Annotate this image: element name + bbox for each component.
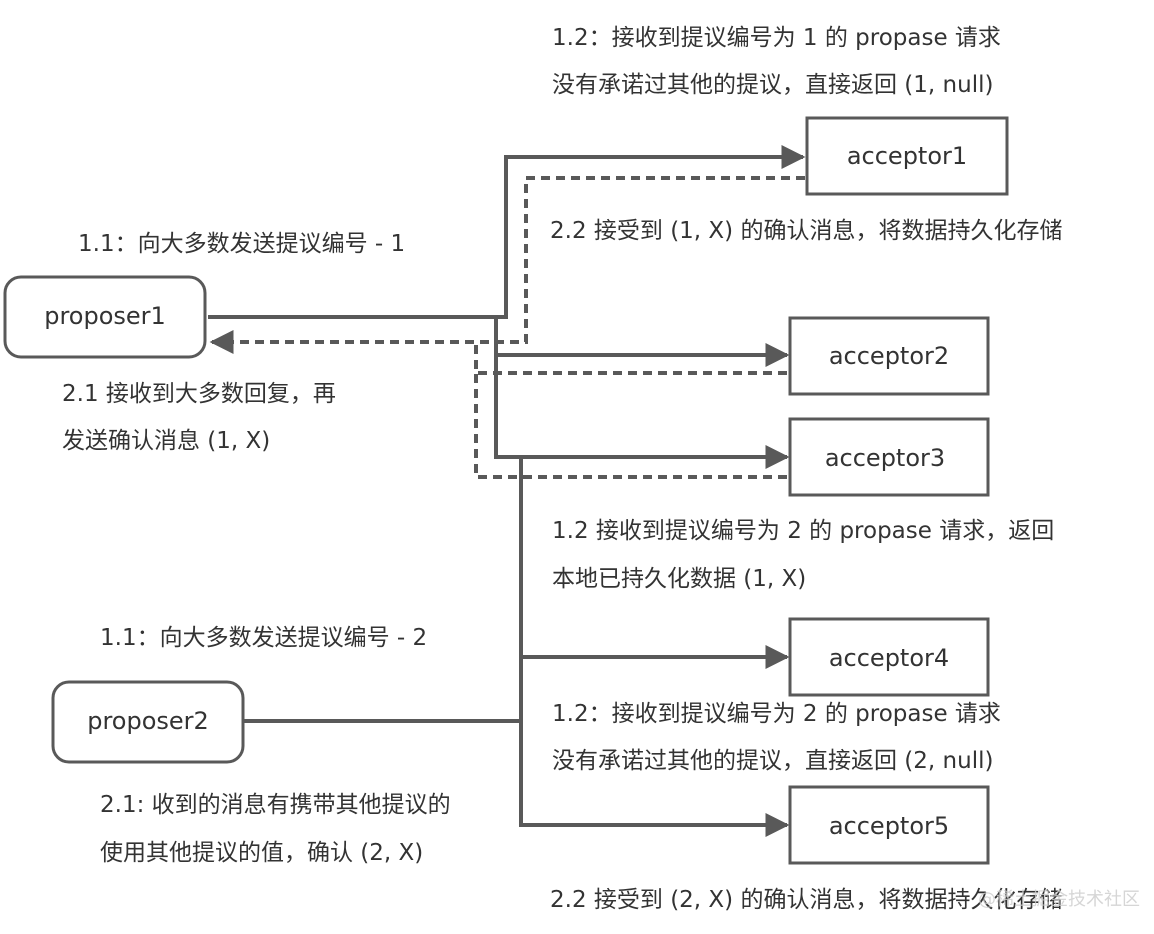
acceptor5-label: acceptor5 <box>829 812 949 840</box>
proposer1-confirm-label-line1: 2.1 接收到大多数回复，再 <box>62 381 336 407</box>
proposer1-node: proposer1 <box>3 275 207 359</box>
acceptor3-label: acceptor3 <box>825 444 945 472</box>
p2-to-acceptor3-line <box>243 457 523 723</box>
p1-to-acceptor2-line <box>494 317 790 367</box>
proposer1-confirm-label-line2: 发送确认消息 (1, X) <box>62 428 270 454</box>
acceptor4-label: acceptor4 <box>829 644 949 672</box>
p2-to-acceptor5-line <box>519 721 790 837</box>
p1-to-acceptor3-line <box>494 355 790 469</box>
acceptor4-node: acceptor4 <box>788 617 990 697</box>
acceptor5-node: acceptor5 <box>788 785 990 865</box>
acceptor4-prepare-label-line2: 没有承诺过其他的提议，直接返回 (2, null) <box>552 748 993 774</box>
acceptor2-node: acceptor2 <box>788 316 990 396</box>
acceptor1-label: acceptor1 <box>847 142 967 170</box>
proposer2-node: proposer2 <box>51 680 245 764</box>
proposer1-send-label: 1.1：向大多数发送提议编号 - 1 <box>78 231 405 257</box>
acceptor3-reply-line <box>474 373 787 479</box>
acceptor2-label: acceptor2 <box>829 342 949 370</box>
proposer2-label: proposer2 <box>87 707 209 735</box>
acceptor4-prepare-label-line1: 1.2：接收到提议编号为 2 的 propase 请求 <box>552 701 1001 727</box>
acceptor5-accept-label: 2.2 接受到 (2, X) 的确认消息，将数据持久化存储 <box>550 887 1062 913</box>
acceptor1-reply-line <box>209 176 805 354</box>
p1-to-acceptor1-line <box>208 145 806 319</box>
acceptor2-reply-line <box>474 342 787 375</box>
acceptor1-node: acceptor1 <box>805 116 1009 196</box>
acceptor3-prepare-label-line1: 1.2 接收到提议编号为 2 的 propase 请求，返回 <box>552 518 1054 544</box>
acceptor3-prepare-label-line2: 本地已持久化数据 (1, X) <box>552 566 806 592</box>
watermark: @稀土掘金技术社区 <box>978 889 1140 910</box>
acceptor1-accept-label: 2.2 接受到 (1, X) 的确认消息，将数据持久化存储 <box>550 218 1062 244</box>
acceptor1-prepare-label-line1: 1.2：接收到提议编号为 1 的 propase 请求 <box>552 25 1001 51</box>
acceptor3-node: acceptor3 <box>788 417 990 497</box>
proposer2-confirm-label-line1: 2.1: 收到的消息有携带其他提议的 <box>100 792 451 818</box>
proposer1-label: proposer1 <box>44 302 166 330</box>
proposer2-send-label: 1.1：向大多数发送提议编号 - 2 <box>100 625 427 651</box>
proposer2-confirm-label-line2: 使用其他提议的值，确认 (2, X) <box>100 840 423 866</box>
acceptor1-prepare-label-line2: 没有承诺过其他的提议，直接返回 (1, null) <box>552 72 993 98</box>
